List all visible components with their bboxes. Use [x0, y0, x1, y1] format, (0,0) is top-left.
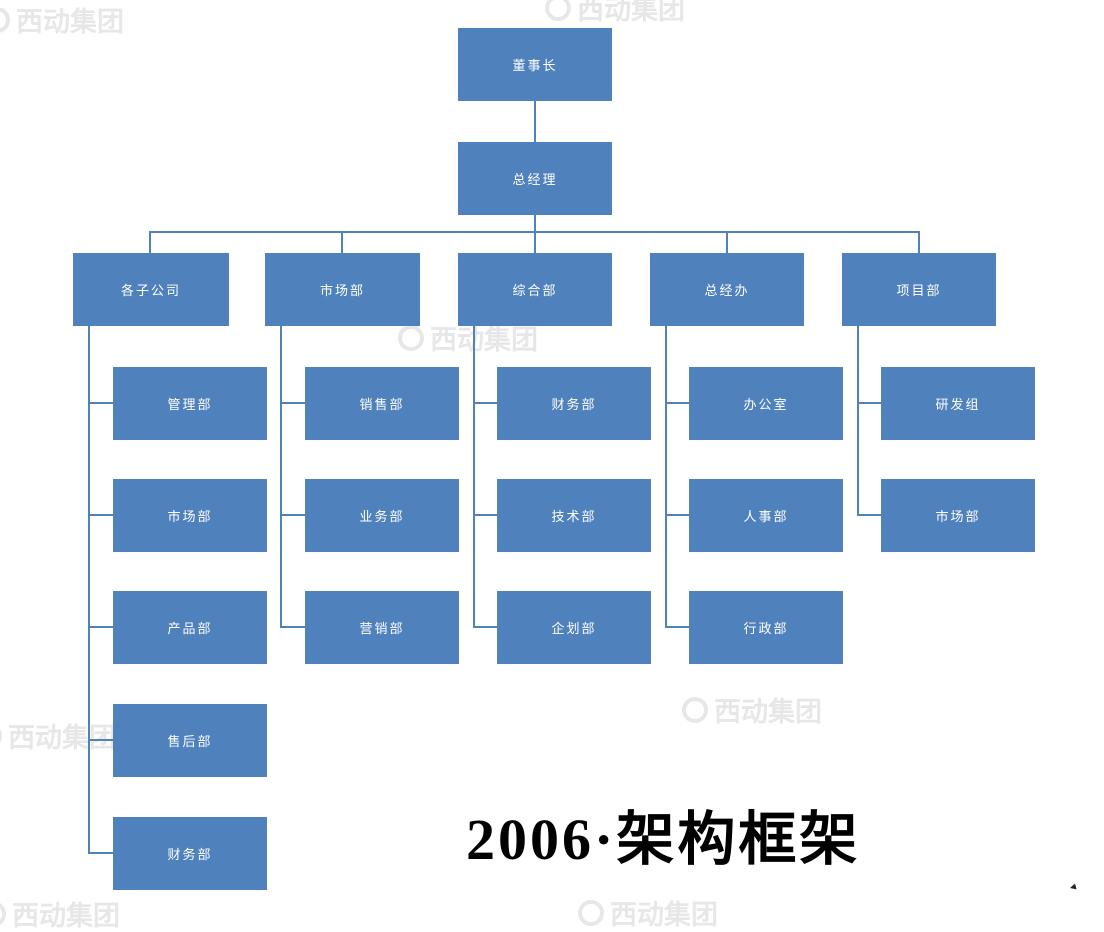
connector-line [534, 215, 536, 232]
watermark-text: 西动集团 [577, 0, 685, 25]
org-node-dept: 售后部 [113, 704, 267, 777]
org-node-dept: 财务部 [113, 817, 267, 890]
connector-line [534, 101, 536, 142]
connector-line [341, 231, 343, 253]
connector-line [280, 514, 305, 516]
org-node-dept: 研发组 [881, 367, 1035, 440]
org-node-dept: 业务部 [305, 479, 459, 552]
org-node-dept: 市场部 [113, 479, 267, 552]
watermark-text: 西动集团 [16, 7, 124, 37]
connector-line [88, 852, 113, 854]
connector-line [726, 231, 728, 253]
connector-line [149, 231, 151, 253]
watermark: 西动集团 [0, 716, 116, 755]
connector-line [280, 402, 305, 404]
org-node-dept: 市场部 [881, 479, 1035, 552]
watermark-logo-icon [578, 899, 604, 926]
watermark-text: 西动集团 [12, 901, 120, 931]
connector-line [857, 514, 881, 516]
chart-title: 2006·架构框架 [466, 807, 861, 872]
connector-line [280, 626, 305, 628]
watermark: 西动集团 [682, 690, 822, 729]
connector-line [88, 739, 113, 741]
watermark-logo-icon [0, 722, 2, 749]
connector-line [857, 326, 859, 516]
connector-line [665, 626, 689, 628]
org-node-dept: 办公室 [689, 367, 843, 440]
org-node-dept: 财务部 [497, 367, 651, 440]
connector-line [665, 326, 667, 628]
org-node-branch-2: 市场部 [265, 253, 420, 326]
watermark: 西动集团 [0, 894, 120, 932]
org-node-branch-1: 各子公司 [73, 253, 229, 326]
org-node-dept: 管理部 [113, 367, 267, 440]
connector-line [665, 402, 689, 404]
org-node-dept: 人事部 [689, 479, 843, 552]
org-node-branch-3: 综合部 [458, 253, 612, 326]
connector-line [88, 514, 113, 516]
org-node-general-manager: 总经理 [458, 142, 612, 215]
connector-line [534, 231, 536, 253]
watermark-logo-icon [398, 324, 424, 351]
watermark-text: 西动集团 [714, 697, 822, 727]
watermark-logo-icon [545, 0, 571, 21]
connector-line [918, 231, 920, 253]
org-node-dept: 营销部 [305, 591, 459, 664]
connector-line [88, 626, 113, 628]
org-node-dept: 企划部 [497, 591, 651, 664]
connector-line [857, 402, 881, 404]
watermark-logo-icon [682, 696, 708, 723]
connector-line [88, 326, 90, 854]
org-node-chairman: 董事长 [458, 28, 612, 101]
connector-line [88, 402, 113, 404]
connector-line [473, 326, 475, 628]
connector-line [473, 514, 497, 516]
watermark-logo-icon [0, 900, 6, 927]
org-node-branch-5: 项目部 [842, 253, 996, 326]
org-node-dept: 销售部 [305, 367, 459, 440]
org-node-branch-4: 总经办 [650, 253, 804, 326]
connector-line [665, 514, 689, 516]
org-node-dept: 技术部 [497, 479, 651, 552]
org-node-dept: 行政部 [689, 591, 843, 664]
watermark: 西动集团 [545, 0, 685, 27]
connector-line [473, 626, 497, 628]
watermark: 西动集团 [0, 0, 124, 39]
cursor-arrow-icon: ◄ [1066, 880, 1080, 895]
connector-line [473, 402, 497, 404]
org-node-dept: 产品部 [113, 591, 267, 664]
watermark-logo-icon [0, 6, 10, 33]
watermark: 西动集团 [578, 893, 718, 932]
watermark-text: 西动集团 [8, 723, 116, 753]
watermark-text: 西动集团 [610, 900, 718, 930]
connector-line [280, 326, 282, 628]
